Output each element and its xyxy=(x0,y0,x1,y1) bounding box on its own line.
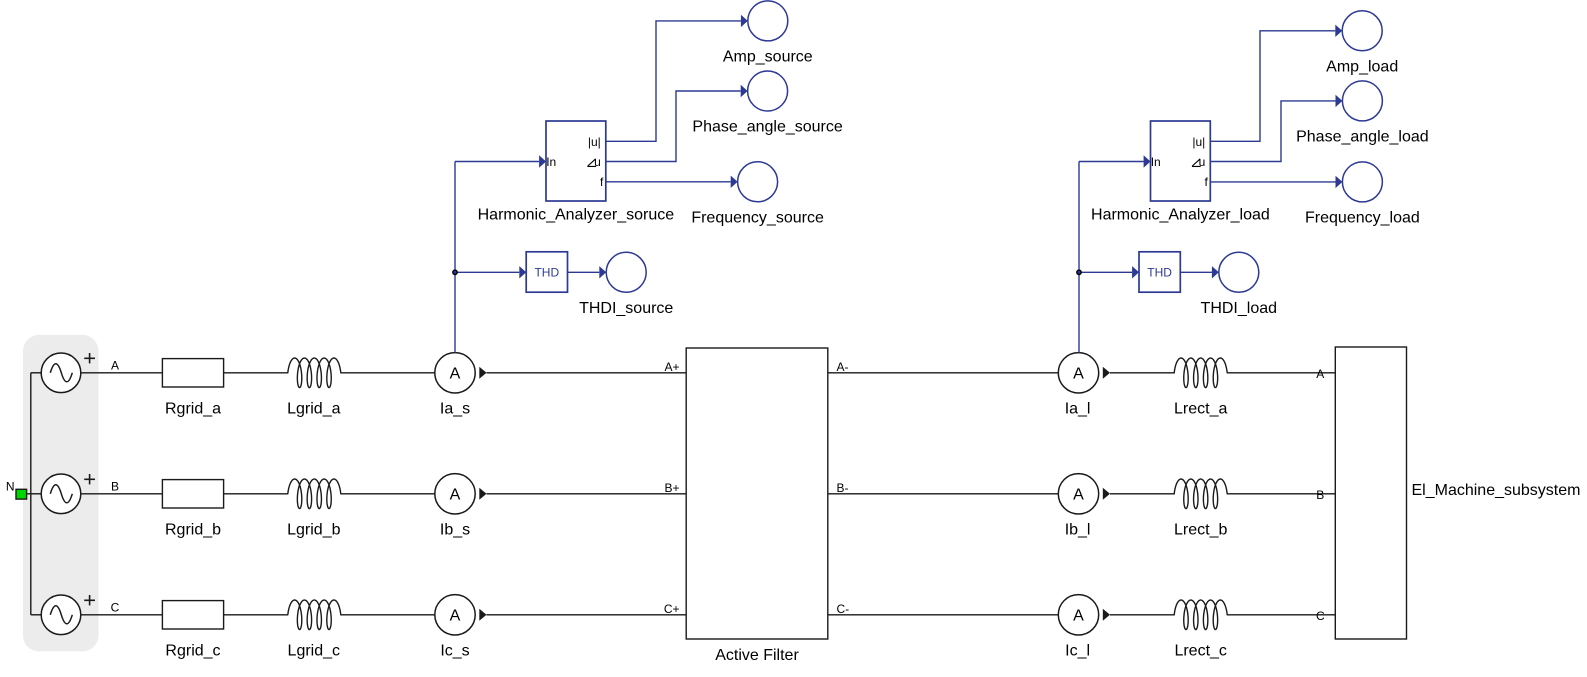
svg-text:THD: THD xyxy=(1147,266,1172,280)
svg-text:A: A xyxy=(1316,367,1324,381)
svg-text:f: f xyxy=(1204,175,1208,189)
svg-text:THD: THD xyxy=(534,266,559,280)
svg-text:Rgrid_c: Rgrid_c xyxy=(165,643,220,660)
svg-text:Rgrid_a: Rgrid_a xyxy=(165,401,221,418)
svg-text:Ic_s: Ic_s xyxy=(440,643,469,660)
svg-text:A: A xyxy=(1073,487,1084,504)
svg-text:Lgrid_a: Lgrid_a xyxy=(287,401,340,418)
svg-text:A: A xyxy=(450,608,461,625)
svg-text:Ib_l: Ib_l xyxy=(1065,522,1091,539)
svg-text:Harmonic_Analyzer_soruce: Harmonic_Analyzer_soruce xyxy=(478,207,675,224)
svg-text:Lgrid_c: Lgrid_c xyxy=(288,643,340,660)
svg-text:C: C xyxy=(111,601,120,615)
svg-text:C-: C- xyxy=(837,602,850,616)
svg-text:B: B xyxy=(1316,488,1324,502)
svg-text:Phase_angle_load: Phase_angle_load xyxy=(1296,129,1429,146)
svg-text:Amp_source: Amp_source xyxy=(723,49,813,66)
svg-text:C: C xyxy=(1316,609,1325,623)
svg-text:A-: A- xyxy=(837,360,849,374)
svg-text:|u|: |u| xyxy=(588,135,601,149)
svg-text:Frequency_source: Frequency_source xyxy=(691,209,824,226)
svg-text:A: A xyxy=(1073,608,1084,625)
svg-text:A+: A+ xyxy=(664,360,679,374)
svg-text:N: N xyxy=(6,479,15,493)
svg-text:A: A xyxy=(450,487,461,504)
svg-text:C+: C+ xyxy=(664,602,680,616)
svg-text:THDI_load: THDI_load xyxy=(1201,300,1277,317)
svg-text:Ib_s: Ib_s xyxy=(440,522,470,539)
svg-text:A: A xyxy=(111,359,119,373)
svg-text:B-: B- xyxy=(837,481,849,495)
svg-text:Ia_s: Ia_s xyxy=(440,401,470,418)
svg-text:Rgrid_b: Rgrid_b xyxy=(165,522,221,539)
svg-text:Harmonic_Analyzer_load: Harmonic_Analyzer_load xyxy=(1091,207,1270,224)
svg-text:|u|: |u| xyxy=(1192,135,1205,149)
svg-text:In: In xyxy=(546,155,556,169)
svg-text:B+: B+ xyxy=(664,481,679,495)
svg-text:Amp_load: Amp_load xyxy=(1326,58,1398,75)
svg-text:THDI_source: THDI_source xyxy=(579,300,673,317)
svg-text:A: A xyxy=(450,366,461,383)
svg-text:Lgrid_b: Lgrid_b xyxy=(287,522,340,539)
svg-text:f: f xyxy=(600,175,604,189)
svg-text:Frequency_load: Frequency_load xyxy=(1305,210,1420,227)
svg-text:Ic_l: Ic_l xyxy=(1065,643,1090,660)
svg-text:u: u xyxy=(594,155,601,169)
svg-text:Ia_l: Ia_l xyxy=(1065,401,1091,418)
svg-text:B: B xyxy=(111,480,119,494)
svg-text:El_Machine_subsystem: El_Machine_subsystem xyxy=(1412,482,1581,499)
svg-text:Lrect_c: Lrect_c xyxy=(1174,643,1226,660)
svg-text:Lrect_a: Lrect_a xyxy=(1174,401,1227,418)
svg-text:Phase_angle_source: Phase_angle_source xyxy=(692,119,842,136)
svg-text:Active Filter: Active Filter xyxy=(715,647,799,664)
svg-text:A: A xyxy=(1073,366,1084,383)
svg-text:Lrect_b: Lrect_b xyxy=(1174,522,1227,539)
svg-text:u: u xyxy=(1199,155,1206,169)
svg-text:In: In xyxy=(1151,155,1161,169)
